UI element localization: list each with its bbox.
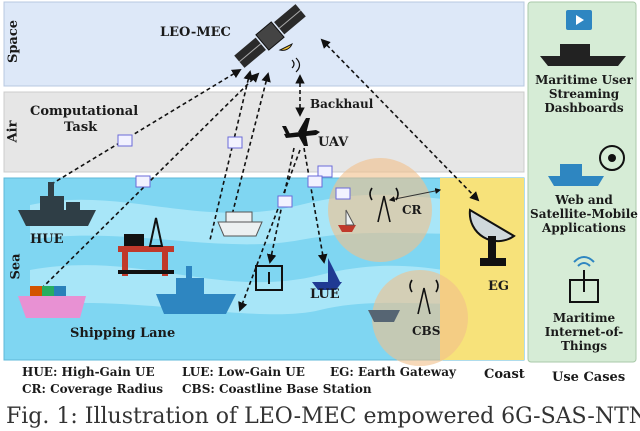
satellite-dish-icon (278, 42, 293, 51)
cbs-tower-icon (409, 279, 439, 315)
link-cr-range (388, 187, 442, 203)
use-case-iot-line3: Things (560, 339, 608, 353)
link-cruise-satellite (231, 72, 271, 216)
lue-label: LUE (310, 287, 340, 302)
patrol-boat-icon (368, 310, 400, 322)
satellite-icon (234, 4, 306, 68)
use-case-streaming: Maritime User Streaming Dashboards (530, 73, 638, 115)
hue-label: HUE (30, 232, 64, 247)
cr-tower-icon (369, 187, 399, 223)
use-case-web-line3: Applications (542, 221, 626, 235)
legend-lue: LUE: Low-Gain UE (182, 365, 305, 379)
web-apps-icon (548, 145, 625, 186)
link-satellite-eg (320, 38, 480, 202)
link-ship-satellite (209, 70, 253, 241)
shipping-lane-label: Shipping Lane (70, 326, 176, 341)
band-label-sea: Sea (8, 253, 24, 280)
legend-cr: CR: Coverage Radius (22, 382, 164, 396)
use-case-streaming-line3: Dashboards (544, 101, 624, 115)
streaming-dashboard-icon (540, 10, 626, 66)
task-packet-icon (117, 134, 133, 147)
link-hue-satellite (49, 69, 242, 186)
cbs-label: CBS (412, 324, 441, 338)
signal-icon (291, 57, 301, 73)
use-case-streaming-line1: Maritime User (535, 73, 633, 87)
task-packet-icon (227, 136, 243, 149)
uav-label: UAV (318, 135, 349, 150)
oil-rig-icon (118, 217, 174, 276)
uav-icon (282, 118, 320, 146)
cargo-ship-icon (18, 286, 86, 318)
use-case-iot-line1: Maritime (552, 311, 616, 325)
task-packet-icon (317, 165, 333, 178)
use-case-iot-line2: Internet-of- (544, 325, 624, 339)
band-label-space: Space (6, 19, 22, 64)
use-case-iot: Maritime Internet-of- Things (530, 311, 638, 353)
task-packet-icon (135, 175, 151, 188)
earth-gateway-dish-icon (468, 208, 516, 266)
use-case-streaming-line2: Streaming (548, 87, 620, 101)
task-packet-icon (335, 187, 351, 200)
hue-warship-icon (18, 182, 96, 226)
cbs-coverage-circle (372, 270, 468, 366)
figure-caption: Fig. 1: Illustration of LEO-MEC empowere… (6, 404, 640, 429)
band-label-air: Air (5, 120, 21, 143)
link-uav-lue (303, 147, 328, 264)
legend-hue: HUE: High-Gain UE (22, 365, 155, 379)
iot-icon (569, 256, 599, 303)
cr-label: CR (402, 203, 422, 217)
backhaul-label: Backhaul (310, 97, 374, 111)
eg-label: EG (488, 279, 510, 294)
leo-mec-label: LEO-MEC (160, 25, 231, 40)
use-case-web-line1: Web and (555, 193, 613, 207)
patrol-ship-icon (156, 266, 236, 314)
use-cases-title: Use Cases (552, 370, 626, 385)
coast-label: Coast (484, 367, 525, 382)
sailboat-icon (338, 209, 356, 232)
buoy-icon (255, 265, 283, 291)
link-uav-ship (238, 149, 301, 312)
cruise-ship-icon (217, 211, 263, 237)
lue-sailboat-icon (312, 258, 342, 290)
computational-task-label-2: Task (64, 120, 98, 135)
legend-cbs: CBS: Coastline Base Station (182, 382, 372, 396)
legend-eg: EG: Earth Gateway (330, 365, 456, 379)
link-cargo-satellite (39, 72, 260, 291)
task-packet-icon (277, 195, 293, 208)
task-packet-icon (307, 175, 323, 188)
use-case-web-line2: Satellite-Mobile (530, 207, 638, 221)
use-case-web-apps: Web and Satellite-Mobile Applications (530, 193, 638, 235)
computational-task-label: Computational (30, 104, 139, 119)
